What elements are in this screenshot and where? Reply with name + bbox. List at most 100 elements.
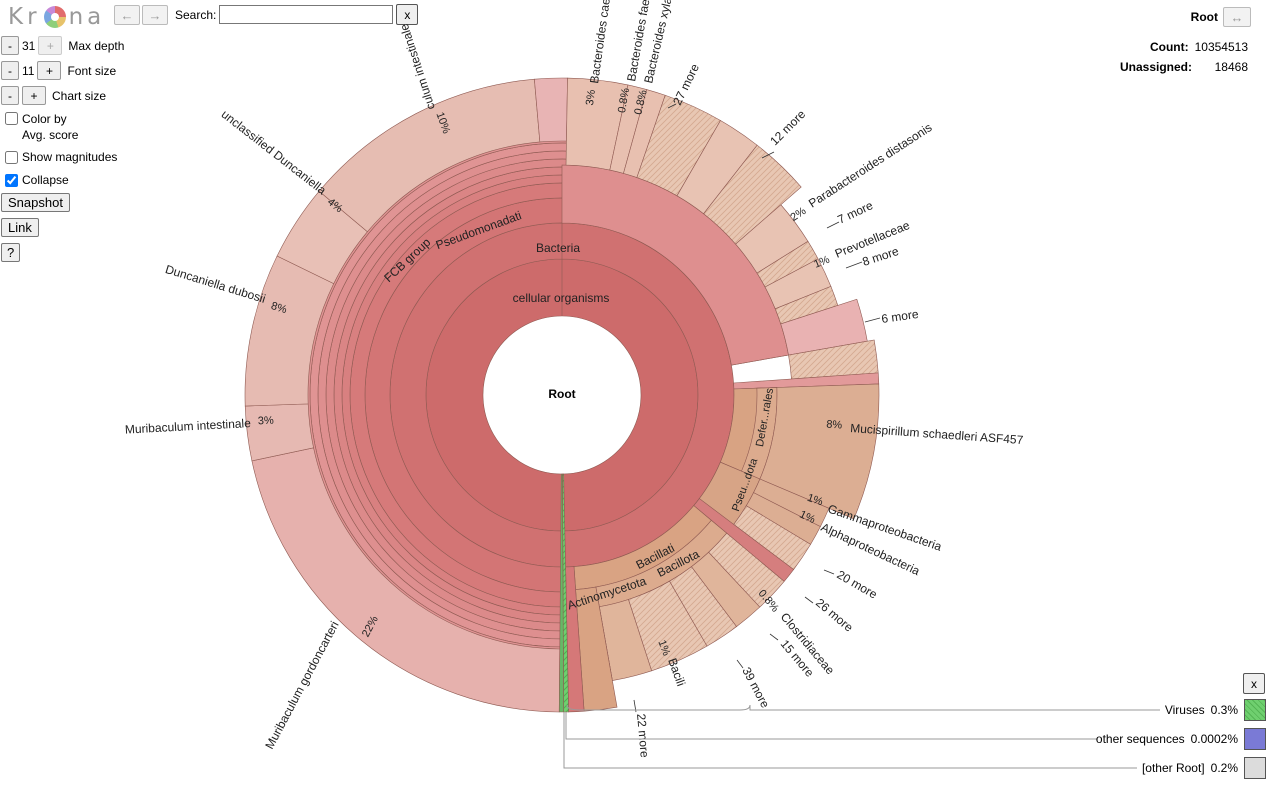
- leaf-label: 39 more: [739, 665, 772, 711]
- leader-line: [667, 103, 677, 109]
- max-depth-control: - 31 + Max depth: [1, 36, 124, 55]
- chart-size-increase-button[interactable]: +: [22, 86, 46, 105]
- leaf-muribaculum-intestinale-small[interactable]: [244, 403, 314, 462]
- leaf-muribaculum-gordoncarteri[interactable]: [251, 447, 561, 713]
- ring-bacillota[interactable]: [595, 519, 728, 608]
- leaf-red-bottom[interactable]: [565, 566, 585, 713]
- link-button[interactable]: Link: [1, 218, 39, 237]
- ring-defer-rales[interactable]: [741, 387, 778, 480]
- leaf-red-right[interactable]: [693, 498, 795, 582]
- leaf-12-more[interactable]: [703, 144, 802, 245]
- leaf-8-more[interactable]: [774, 285, 839, 325]
- forward-button[interactable]: →: [142, 5, 168, 25]
- leaf-gammaproteobacteria[interactable]: [753, 478, 830, 528]
- ring-pseudota[interactable]: [693, 461, 761, 534]
- legend-item[interactable]: [other Root] 0.2%: [1096, 756, 1266, 780]
- logo-letter-a: a: [87, 4, 106, 30]
- leaf-label: 27 more: [670, 61, 702, 107]
- leaf-parabacteroides-distasonis[interactable]: [735, 204, 809, 274]
- legend-item[interactable]: other sequences 0.0002%: [1096, 727, 1266, 751]
- leaf-20-more[interactable]: [733, 505, 811, 570]
- search-label: Search:: [175, 7, 217, 22]
- ring-deferribacterota[interactable]: [719, 387, 778, 480]
- details-stats: Count: 10354513 Unassigned: 18468: [1120, 37, 1248, 77]
- leaf-label: Muribaculum gordoncarteri: [262, 619, 341, 752]
- max-depth-increase-button[interactable]: +: [38, 36, 63, 55]
- leaf-15-more[interactable]: [669, 566, 737, 647]
- leaf-clostridiaceae[interactable]: [690, 551, 761, 628]
- leaf-small-pink[interactable]: [534, 77, 568, 143]
- logo-pie-icon: [43, 6, 66, 28]
- legend-name: other sequences: [1095, 732, 1185, 746]
- leaf-label: 15 more: [778, 637, 817, 680]
- leaf-prevotellaceae[interactable]: [764, 258, 832, 310]
- leaf-27-more[interactable]: [636, 94, 721, 197]
- ring-bacillati[interactable]: [573, 505, 712, 590]
- leaf-other-root[interactable]: [558, 473, 564, 713]
- leaf-label: 22 more: [634, 713, 652, 758]
- leaf-6-more[interactable]: [788, 339, 879, 380]
- help-button[interactable]: ?: [1, 243, 21, 262]
- legend-close-button[interactable]: x: [1243, 673, 1265, 694]
- ring-actinomycetota[interactable]: [575, 586, 618, 712]
- legend-connectors: [563, 704, 1160, 769]
- leaf-pct-label: 22%: [360, 614, 381, 639]
- leaf-26-more[interactable]: [708, 532, 785, 608]
- leaf-bacteroides-caec[interactable]: [565, 77, 629, 171]
- legend-item[interactable]: Viruses 0.3%: [1096, 698, 1266, 722]
- ring-bacteroidales-right[interactable]: [561, 164, 789, 366]
- leaf-alphaproteobacteria[interactable]: [745, 492, 821, 545]
- leaf-bacteroides-faec[interactable]: [609, 84, 648, 174]
- snapshot-button[interactable]: Snapshot: [1, 193, 70, 212]
- leaf-unclassified-duncaniella[interactable]: [276, 190, 368, 285]
- leaf-red-sliver[interactable]: [733, 372, 880, 390]
- chart-size-control: - + Chart size: [1, 86, 106, 105]
- center-label[interactable]: Root: [548, 387, 576, 401]
- ring-label-pseudota: Pseu...dota: [730, 456, 761, 513]
- chart-size-decrease-button[interactable]: -: [1, 86, 19, 105]
- logo-letter-r: r: [27, 4, 41, 30]
- ring-label-bacillati: Bacillati: [634, 541, 677, 572]
- leaf-label: Clostridiaceae: [778, 610, 838, 677]
- leader-line: [823, 569, 835, 575]
- leaf-pct-label: 10%: [433, 111, 452, 136]
- leaf-39-more[interactable]: [628, 580, 708, 672]
- leaf-label: 12 more: [767, 107, 808, 148]
- font-size-increase-button[interactable]: +: [37, 61, 62, 80]
- font-size-label: Font size: [67, 63, 117, 78]
- leader-line: [769, 633, 779, 641]
- search-input[interactable]: [219, 5, 394, 24]
- back-button[interactable]: ←: [114, 5, 140, 25]
- leaf-bacteroides-xylan[interactable]: [623, 89, 666, 178]
- color-by-option: Color by Avg. score: [1, 112, 78, 143]
- legend: Viruses 0.3% other sequences 0.0002% [ot…: [1096, 698, 1266, 780]
- leaf-pink-right[interactable]: [780, 298, 868, 356]
- font-size-decrease-button[interactable]: -: [1, 61, 19, 80]
- leader-line: [826, 221, 840, 229]
- leaf-pct-label: 1%: [798, 508, 818, 526]
- leaf-bacilli[interactable]: [598, 599, 652, 681]
- other-root-connector: [563, 712, 1137, 769]
- leaf-pct-label: 8%: [270, 300, 289, 316]
- leaf-viruses[interactable]: [562, 473, 569, 713]
- search-clear-button[interactable]: x: [396, 4, 419, 25]
- leaf-label: unclassified Duncaniella: [219, 107, 329, 197]
- max-depth-decrease-button[interactable]: -: [1, 36, 19, 55]
- leaf-pct-label: 3%: [584, 89, 598, 107]
- collapse-label: Collapse: [22, 173, 69, 187]
- leaf-22-more[interactable]: [576, 606, 613, 685]
- show-magnitudes-checkbox[interactable]: [5, 150, 18, 164]
- leaf-duncaniella-dubosii[interactable]: [244, 255, 335, 407]
- legend-pct: 0.3%: [1210, 703, 1238, 717]
- leaf-7-more[interactable]: [756, 240, 819, 288]
- leaf-bacteroides-rest[interactable]: [676, 120, 758, 215]
- ring-label-pseudomonadati: Pseudomonadati: [434, 208, 523, 252]
- legend-swatch: [1244, 757, 1266, 779]
- leader-line: [761, 151, 775, 159]
- leaf-mucispirillum-schaedleri[interactable]: [759, 383, 880, 520]
- color-by-checkbox[interactable]: [5, 112, 18, 125]
- leaf-label: Parabacteroides distasonis: [806, 120, 934, 210]
- expand-details-button[interactable]: ↔: [1223, 7, 1251, 27]
- leaf-muribaculum-intestinale[interactable]: [318, 78, 541, 233]
- collapse-checkbox[interactable]: [5, 173, 18, 187]
